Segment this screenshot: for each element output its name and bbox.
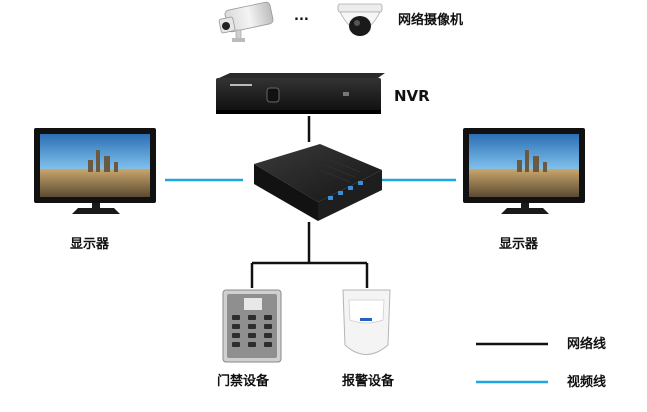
access-control-device-icon [222, 289, 282, 363]
left-monitor-label: 显示器 [70, 237, 110, 252]
right-monitor-label: 显示器 [499, 237, 539, 252]
dome-camera-icon [337, 3, 383, 36]
ellipsis-label: ... [294, 9, 309, 24]
bullet-camera-icon [218, 1, 274, 42]
right-monitor-icon [463, 128, 585, 214]
alarm-label: 报警设备 [342, 374, 395, 389]
network-lines [250, 116, 369, 288]
nvr-label: NVR [394, 87, 430, 105]
left-monitor-icon [34, 128, 156, 214]
camera-label: 网络摄像机 [398, 13, 464, 28]
legend-video-label: 视频线 [567, 375, 607, 390]
access-control-label: 门禁设备 [217, 374, 270, 389]
legend-network-label: 网络线 [567, 337, 607, 352]
legend [476, 342, 548, 384]
nvr-device-icon [216, 73, 385, 114]
alarm-detector-icon [342, 289, 391, 355]
network-switch-icon [254, 144, 382, 221]
